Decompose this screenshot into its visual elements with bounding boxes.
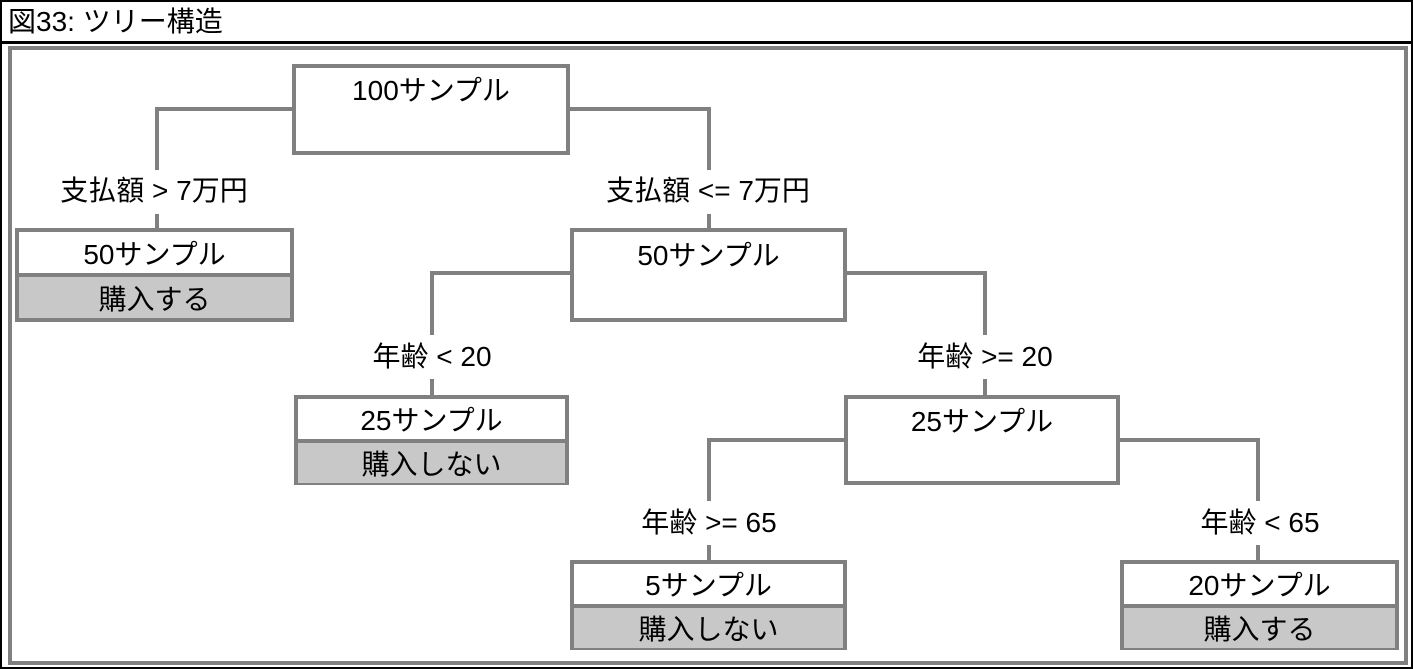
edge-age-lt65-vline-upper: [1256, 438, 1260, 501]
edge-age-ge65-vline-upper: [707, 438, 711, 501]
branch-label-age-lt20: 年齢 < 20: [372, 341, 492, 372]
node-pay-le-samples: 50サンプル: [637, 239, 780, 271]
node-root: 100サンプル: [292, 64, 570, 155]
node-age-ge65-samples: 5サンプル: [645, 570, 772, 601]
node-pay-le: 50サンプル: [570, 228, 847, 322]
edge-age-lt20-vline-lower: [430, 379, 434, 396]
branch-label-pay-gt: 支払額 > 7万円: [60, 175, 248, 206]
branch-label-age-ge20: 年齢 >= 20: [917, 341, 1053, 372]
node-root-samples: 100サンプル: [352, 74, 510, 106]
node-age-lt65-samples: 20サンプル: [1188, 570, 1331, 601]
node-age-ge20: 25サンプル: [844, 395, 1120, 485]
edge-age-lt20-hline: [430, 271, 570, 275]
node-age-ge65: 5サンプル 購入しない: [570, 560, 847, 650]
edge-pay-gt-vline-lower: [155, 214, 159, 229]
node-age-ge65-class: 購入しない: [574, 604, 843, 648]
branch-label-age-ge65: 年齢 >= 65: [641, 507, 777, 538]
edge-age-lt20-vline-upper: [430, 271, 434, 335]
figure-title-bar: 図33: ツリー構造: [2, 2, 1411, 44]
branch-label-age-lt65: 年齢 < 65: [1200, 507, 1320, 538]
edge-age-ge65-vline-lower: [707, 545, 711, 561]
node-root-empty-row: [296, 110, 566, 152]
figure-title: 図33: ツリー構造: [8, 5, 223, 37]
edge-pay-gt-vline-upper: [155, 107, 159, 170]
node-age-lt65: 20サンプル 購入する: [1120, 560, 1399, 650]
node-age-lt20-samples: 25サンプル: [360, 405, 503, 436]
edge-pay-gt-hline: [155, 107, 292, 111]
node-pay-gt: 50サンプル 購入する: [15, 228, 294, 322]
edge-pay-le-vline-lower: [707, 214, 711, 229]
node-age-lt20: 25サンプル 購入しない: [294, 395, 569, 485]
edge-age-ge65-hline: [707, 438, 844, 442]
node-pay-gt-samples: 50サンプル: [83, 238, 226, 270]
edge-age-lt65-vline-lower: [1256, 545, 1260, 561]
edge-age-lt65-hline: [1120, 438, 1260, 442]
node-age-lt65-class: 購入する: [1124, 604, 1395, 648]
node-age-lt20-class: 購入しない: [298, 439, 565, 483]
node-age-ge20-samples: 25サンプル: [910, 405, 1054, 437]
node-age-ge20-empty-row: [848, 440, 1116, 481]
edge-age-ge20-vline-lower: [983, 379, 987, 396]
edge-pay-le-vline-upper: [707, 107, 711, 170]
edge-age-ge20-vline-upper: [983, 271, 987, 335]
node-pay-le-empty-row: [574, 275, 843, 318]
edge-pay-le-hline: [570, 107, 711, 111]
edge-age-ge20-hline: [847, 271, 987, 275]
node-pay-gt-class: 購入する: [19, 273, 290, 318]
branch-label-pay-le: 支払額 <= 7万円: [606, 175, 810, 206]
